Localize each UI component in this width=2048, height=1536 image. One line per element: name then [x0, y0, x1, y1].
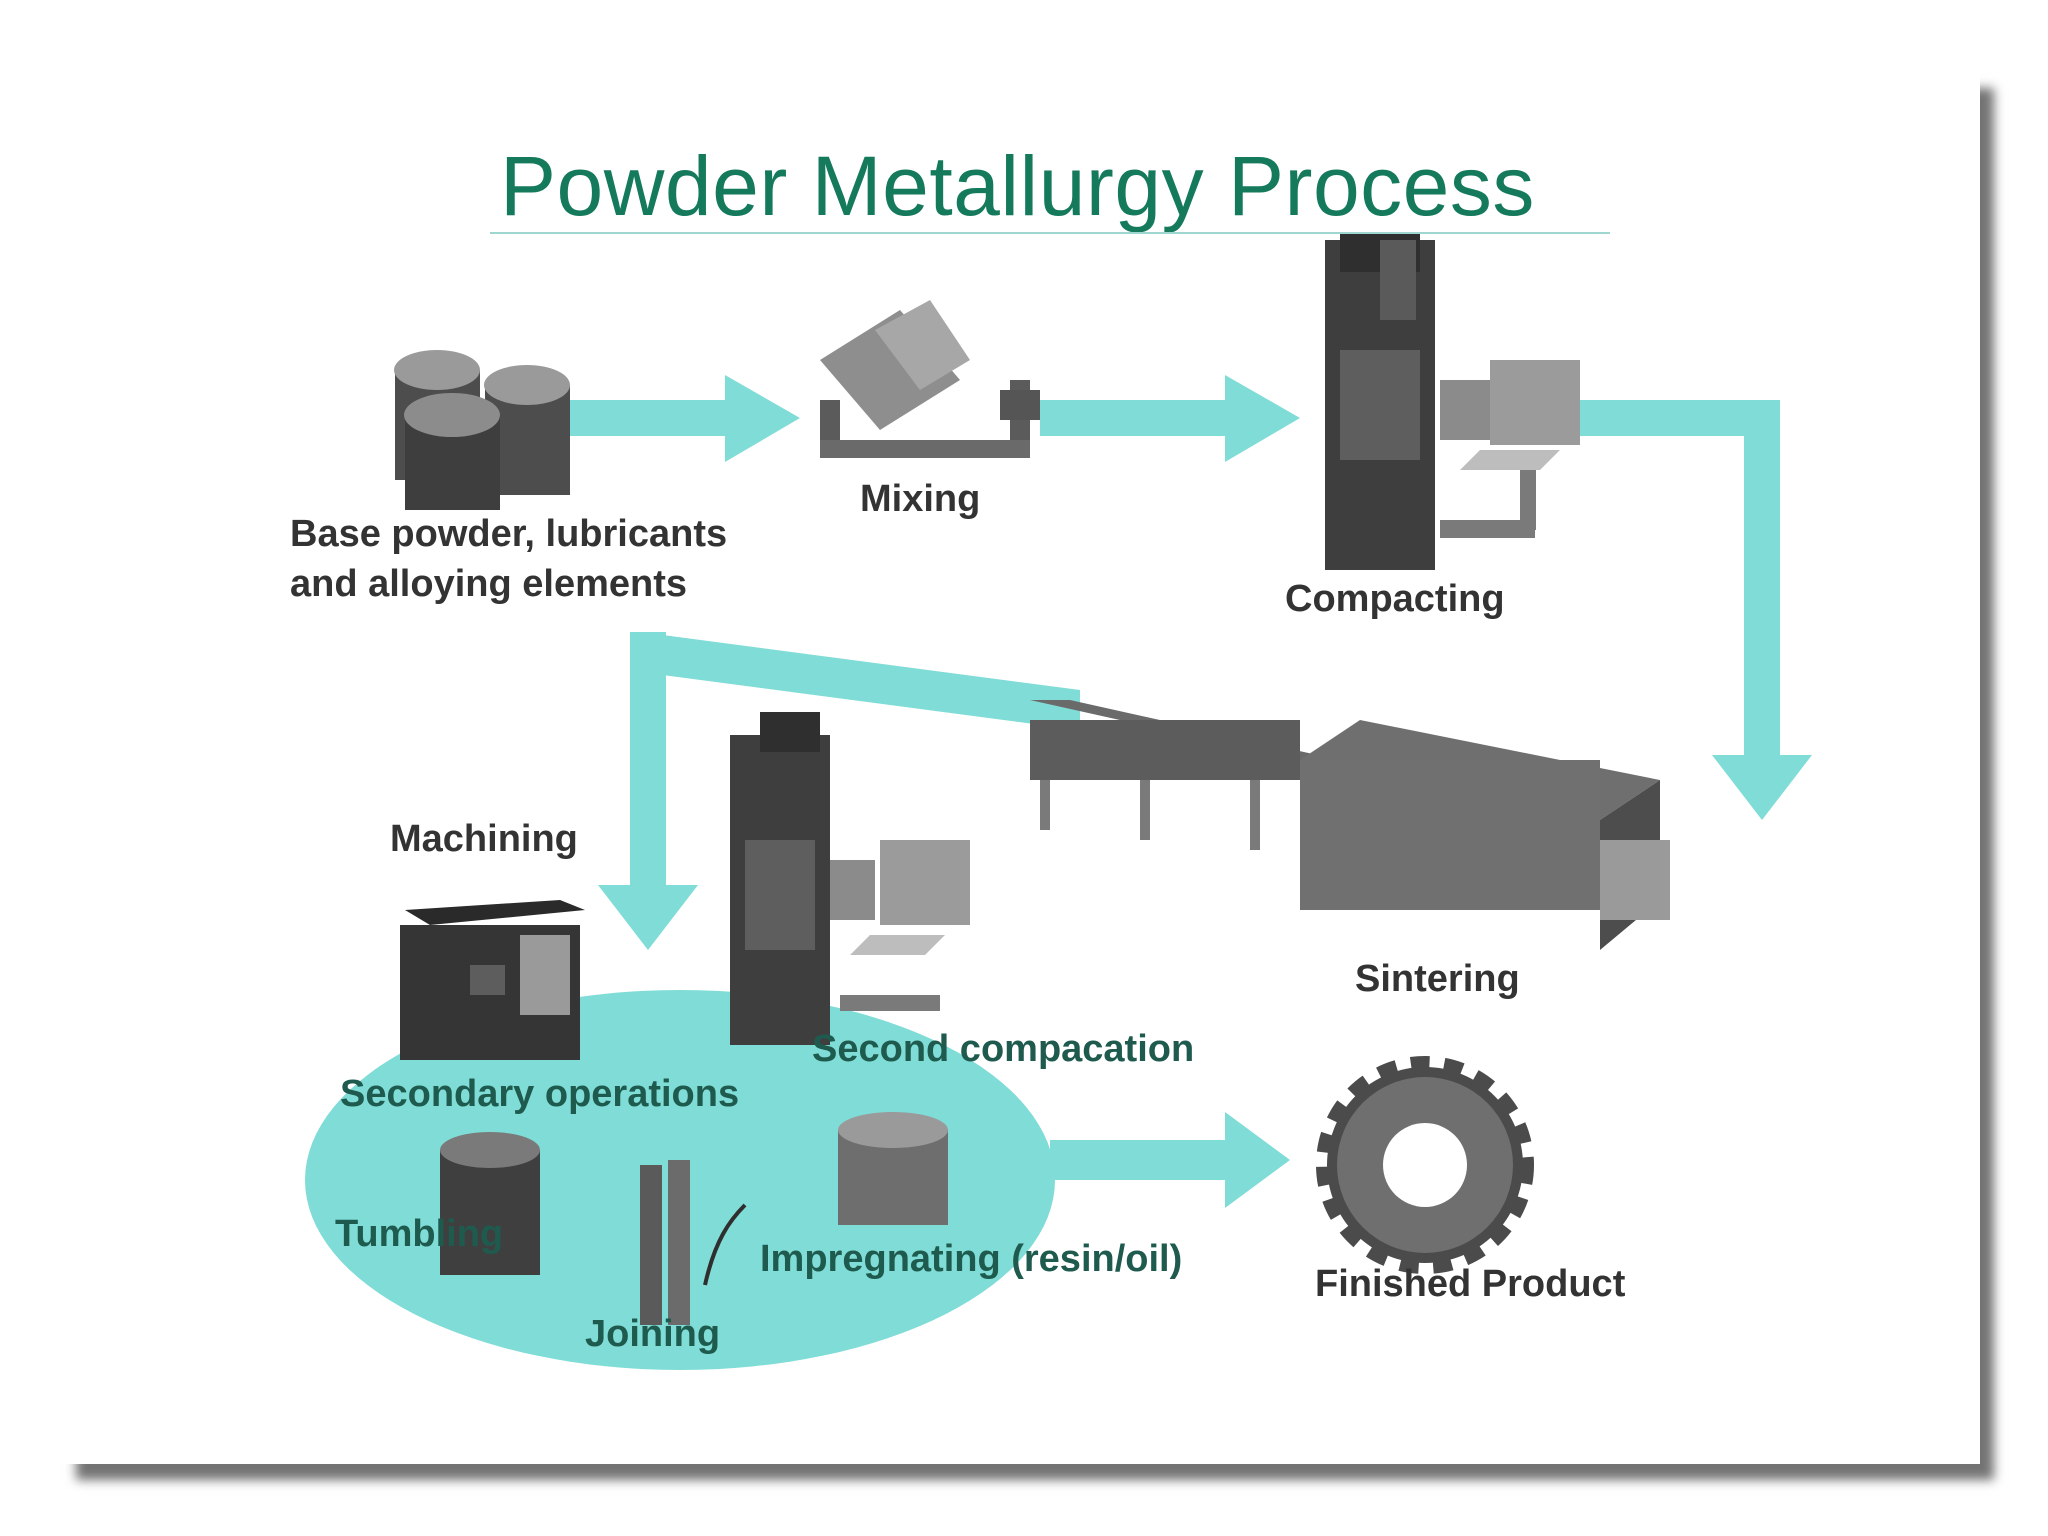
- arrow-secondary-to-finished: [1050, 1112, 1290, 1208]
- title-underline: [490, 232, 1610, 234]
- gear-icon: [1316, 1056, 1534, 1274]
- label-machining: Machining: [390, 818, 578, 860]
- arrow-mixing-to-compacting: [1040, 375, 1300, 462]
- machining-center-icon: [400, 900, 585, 1060]
- label-joining: Joining: [585, 1313, 721, 1355]
- tumbler-icon: [440, 1132, 540, 1275]
- label-sintering: Sintering: [1355, 958, 1520, 1000]
- sintering-furnace-icon: [1030, 700, 1670, 950]
- label-compacting: Compacting: [1285, 578, 1505, 620]
- mixer-icon: [820, 300, 1040, 458]
- label-base-powder-line1: Base powder, lubricants: [290, 513, 728, 555]
- arrow-powder-to-mixing: [570, 375, 800, 462]
- label-second-compaction: Second compacation: [812, 1028, 1195, 1070]
- label-mixing: Mixing: [860, 478, 981, 520]
- label-finished-product: Finished Product: [1315, 1263, 1626, 1305]
- arrow-compacting-to-sintering: [1580, 400, 1812, 820]
- second-compaction-press-icon: [730, 712, 970, 1045]
- label-secondary-operations: Secondary operations: [340, 1073, 740, 1115]
- impregnating-pot-icon: [838, 1112, 948, 1225]
- page-title: Powder Metallurgy Process: [500, 139, 1535, 233]
- label-tumbling: Tumbling: [335, 1213, 504, 1255]
- joining-torch-icon: [640, 1160, 747, 1325]
- label-impregnating: Impregnating (resin/oil): [760, 1238, 1183, 1280]
- compacting-press-icon: [1325, 232, 1580, 570]
- arrow-sintering-to-secondary: [598, 632, 1080, 950]
- powder-drums-icon: [394, 350, 570, 510]
- label-base-powder-line2: and alloying elements: [290, 563, 687, 605]
